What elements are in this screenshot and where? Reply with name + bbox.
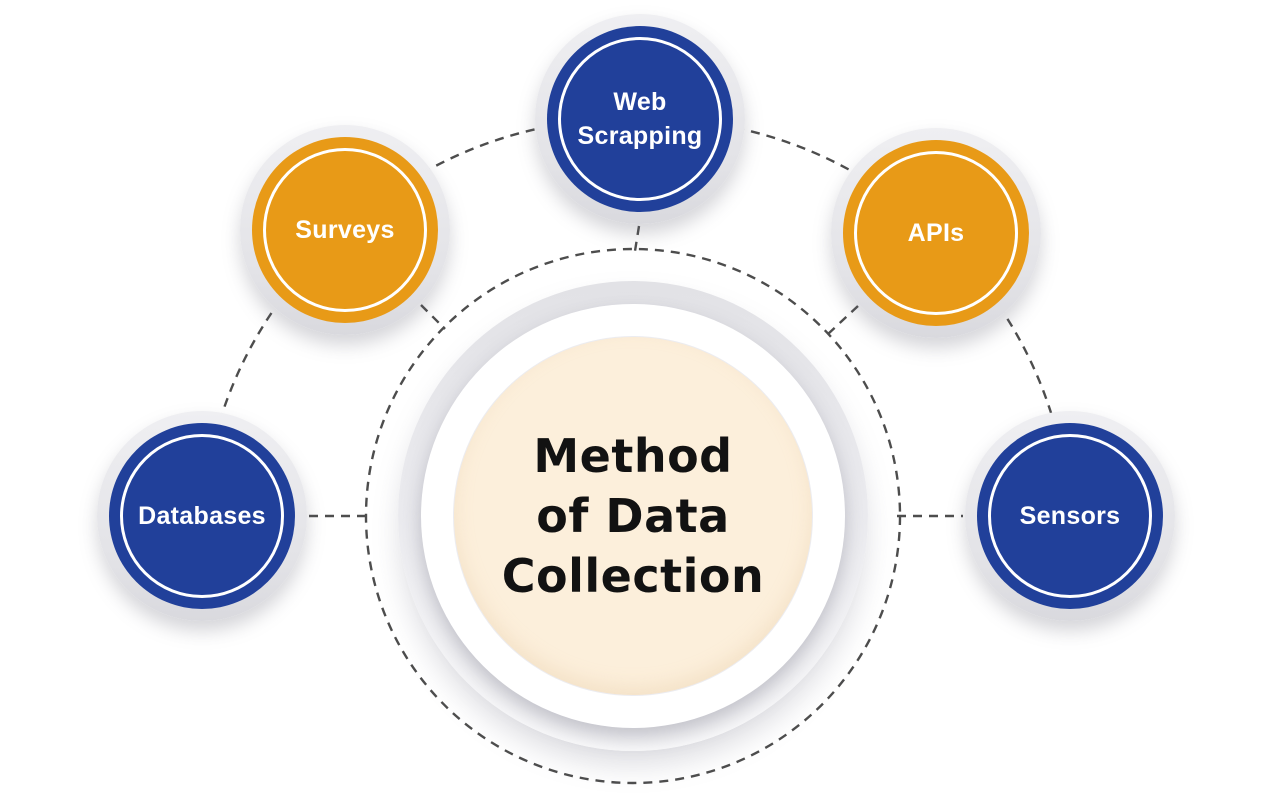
spoke-apis xyxy=(827,305,859,335)
arc-webscraping-apis xyxy=(639,117,937,234)
hub-core: Method of Data Collection xyxy=(454,337,812,695)
node-label: Surveys xyxy=(295,216,395,244)
node-databases-circle: Databases xyxy=(109,423,295,609)
node-sensors: Sensors xyxy=(965,411,1175,621)
node-label: Web Scrapping xyxy=(577,88,703,150)
title-line-2: of Data xyxy=(536,489,730,543)
node-label: Sensors xyxy=(1019,502,1121,530)
node-sensors-circle: Sensors xyxy=(977,423,1163,609)
node-surveys: Surveys xyxy=(240,125,450,335)
hub-outer-ring: Method of Data Collection xyxy=(398,281,868,751)
arc-databases-surveys xyxy=(200,229,346,517)
hub-white-ring: Method of Data Collection xyxy=(421,304,845,728)
node-surveys-circle: Surveys xyxy=(252,137,438,323)
diagram-title: Method of Data Collection xyxy=(502,426,764,606)
node-apis: APIs xyxy=(831,128,1041,338)
spoke-web-scraping xyxy=(633,225,641,252)
node-web-scraping-circle: Web Scrapping xyxy=(547,26,733,212)
title-line-3: Collection xyxy=(501,549,765,603)
title-line-1: Method xyxy=(533,429,733,483)
node-label: APIs xyxy=(907,219,965,247)
spoke-surveys xyxy=(420,304,446,330)
node-apis-circle: APIs xyxy=(843,140,1029,326)
node-web-scraping: Web Scrapping xyxy=(535,14,745,224)
node-label: Databases xyxy=(138,502,266,530)
node-databases: Databases xyxy=(97,411,307,621)
